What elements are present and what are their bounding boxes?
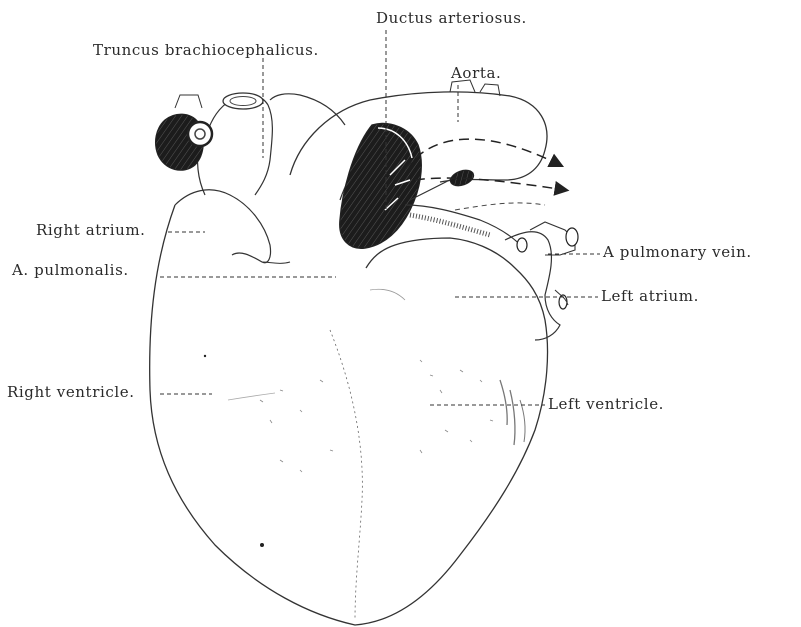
label-left-atrium: Left atrium. — [601, 289, 699, 304]
brachiocephalic-trunk — [205, 95, 272, 195]
left-atrium-shape — [505, 232, 560, 340]
label-ductus-arteriosus: Ductus arteriosus. — [376, 11, 527, 26]
label-a-pulmonalis: A. pulmonalis. — [12, 263, 129, 278]
label-right-ventricle: Right ventricle. — [7, 385, 135, 400]
right-atrium-shape — [175, 190, 271, 263]
flow-arrow-pulmonary — [455, 203, 545, 210]
surface-texture — [204, 289, 525, 547]
label-aorta: Aorta. — [451, 66, 501, 81]
flow-arrow-aortic — [405, 139, 560, 170]
label-truncus-brachiocephalicus: Truncus brachiocephalicus. — [93, 43, 319, 58]
label-pulmonary-vein: A pulmonary vein. — [603, 245, 752, 260]
pulmonary-trunk — [340, 124, 421, 249]
label-left-ventricle: Left ventricle. — [548, 397, 664, 412]
interventricular-groove — [330, 330, 362, 620]
label-right-atrium: Right atrium. — [36, 223, 146, 238]
heart-outline — [150, 205, 548, 625]
